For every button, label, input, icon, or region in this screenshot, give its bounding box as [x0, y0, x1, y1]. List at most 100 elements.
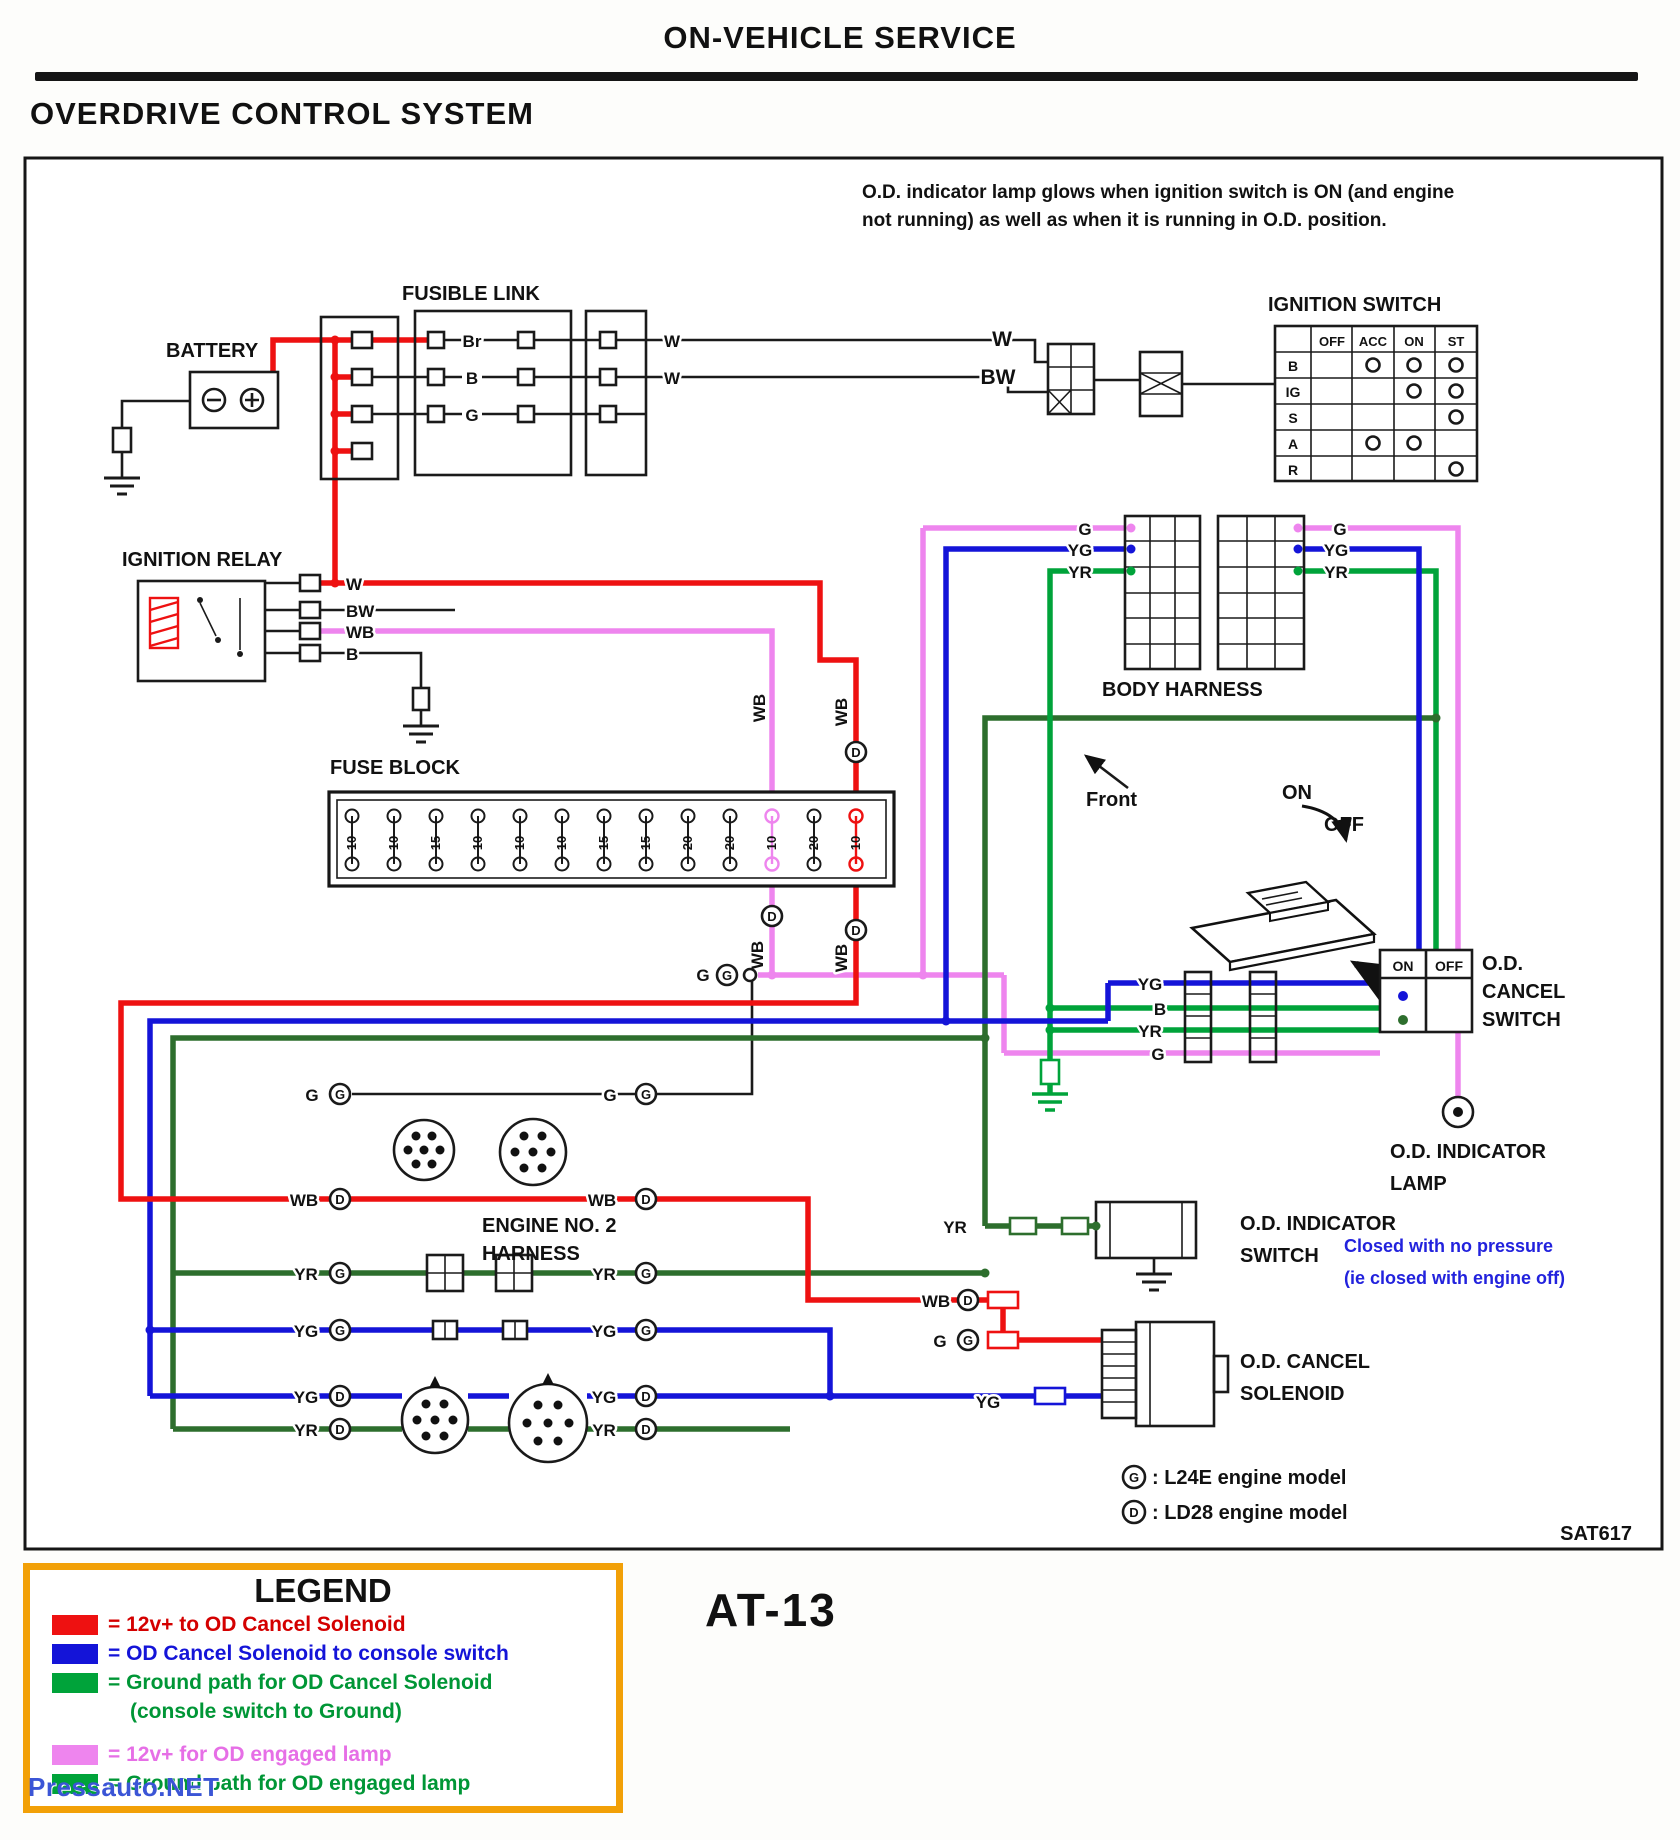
wire-label-br: Br	[463, 332, 482, 351]
wire-label-g: G	[305, 1086, 318, 1105]
wire-label-g: G	[1078, 520, 1091, 539]
svg-text:D: D	[335, 1389, 344, 1404]
svg-text:D: D	[1129, 1505, 1138, 1520]
fusible-link-label: FUSIBLE LINK	[402, 283, 540, 305]
od-cancel-solenoid: O.D. CANCEL SOLENOID WB D G G YG	[919, 1288, 1370, 1428]
ignition-switch: W BW IGNITION SWITCH OFF ACC ON ST B IG …	[978, 294, 1479, 483]
blue-swatch	[52, 1643, 98, 1664]
connector	[986, 1290, 1020, 1310]
legend-row: = OD Cancel Solenoid to console switch	[30, 1639, 616, 1668]
model-mark-d: D	[328, 1417, 352, 1441]
legend-row: (console switch to Ground)	[130, 1699, 402, 1723]
model-mark-g: G	[634, 1082, 658, 1106]
model-mark-g: G	[1121, 1464, 1147, 1490]
fuse-block: FUSE BLOCK 10	[327, 691, 896, 988]
green-swatch	[52, 1773, 98, 1794]
pressure-note-line2: (ie closed with engine off)	[1344, 1268, 1565, 1288]
od-indicator-switch-label2: SWITCH	[1240, 1245, 1319, 1267]
model-mark-g: G	[634, 1318, 658, 1342]
connector	[1060, 1216, 1090, 1236]
harness-connector-circles	[392, 1117, 589, 1464]
svg-text:15: 15	[428, 836, 443, 850]
wire-label-yg: YG	[976, 1393, 1001, 1412]
connector	[1033, 1386, 1067, 1406]
wire-label-bw: BW	[981, 366, 1016, 389]
svg-text:D: D	[335, 1422, 344, 1437]
connector	[986, 1330, 1020, 1350]
model-mark-d: D	[844, 740, 868, 764]
ground-symbols	[104, 476, 1172, 1292]
ignition-relay-label: IGNITION RELAY	[122, 549, 283, 571]
od-cancel-switch-label3: SWITCH	[1482, 1009, 1561, 1031]
body-harness-label: BODY HARNESS	[1102, 679, 1263, 701]
switch-off-label: OFF	[1435, 958, 1463, 974]
od-indicator-switch: YR O.D. INDICATOR SWITCH Closed with no …	[941, 1200, 1565, 1288]
svg-text:G: G	[335, 1266, 345, 1281]
fuse-block-label: FUSE BLOCK	[330, 757, 461, 779]
wire-label-g: G	[933, 1332, 946, 1351]
wire-label-b: B	[466, 369, 478, 388]
model-mark-g: G	[328, 1261, 352, 1285]
svg-text:10: 10	[386, 836, 401, 850]
od-cancel-solenoid-label1: O.D. CANCEL	[1240, 1351, 1370, 1373]
table-row-b: B	[1288, 358, 1298, 374]
model-mark-g: G	[715, 963, 739, 987]
svg-text:D: D	[641, 1389, 650, 1404]
od-cancel-solenoid-label2: SOLENOID	[1240, 1383, 1344, 1405]
table-row-r: R	[1288, 462, 1298, 478]
body-harness: BODY HARNESS G YG YR G YG YR	[1065, 514, 1351, 701]
wire-label-yg: YG	[592, 1322, 617, 1341]
od-cancel-switch: ON OFF O.D. CANCEL SWITCH YG B YR G	[1039, 948, 1565, 1086]
pressure-note-line1: Closed with no pressure	[1344, 1236, 1553, 1256]
wire-label-wb: WB	[832, 944, 851, 972]
page-title: ON-VEHICLE SERVICE	[663, 20, 1017, 55]
wire-label-wb: WB	[290, 1191, 318, 1210]
model-mark-g: G	[956, 1328, 980, 1352]
model-mark-g: G	[328, 1318, 352, 1342]
wire-label-wb: WB	[748, 941, 767, 969]
green-swatch	[52, 1672, 98, 1693]
ground-connector	[1039, 1058, 1061, 1086]
switch-on-label: ON	[1393, 958, 1414, 974]
console-switch-graphic: Front ON OFF	[1083, 754, 1420, 1010]
model-mark-d: D	[634, 1187, 658, 1211]
od-indicator-lamp-label2: LAMP	[1390, 1173, 1447, 1195]
svg-text:D: D	[851, 923, 860, 938]
wire-blue-solenoid-switch	[147, 546, 1422, 1399]
ignition-switch-label: IGNITION SWITCH	[1268, 294, 1441, 316]
front-label: Front	[1086, 789, 1137, 811]
wire-label-wb: WB	[832, 698, 851, 726]
svg-text:20: 20	[680, 836, 695, 850]
svg-text:20: 20	[722, 836, 737, 850]
engine-harness-label1: ENGINE NO. 2	[482, 1215, 616, 1237]
svg-text:10: 10	[554, 836, 569, 850]
table-row-s: S	[1288, 410, 1297, 426]
battery: BATTERY	[111, 340, 280, 454]
relay-ground-connector	[411, 686, 431, 712]
on-label: ON	[1282, 782, 1312, 804]
model-mark-d: D	[634, 1417, 658, 1441]
junction-dots	[145, 335, 1441, 1401]
wire-label-yg: YG	[1324, 541, 1349, 560]
wire-label-yr: YR	[1138, 1022, 1162, 1041]
wire-label-w: W	[992, 328, 1012, 351]
wire-label-yg: YG	[294, 1322, 319, 1341]
svg-text:G: G	[335, 1087, 345, 1102]
svg-text:D: D	[963, 1293, 972, 1308]
od-cancel-switch-label2: CANCEL	[1482, 981, 1565, 1003]
wire-label-yg: YG	[592, 1388, 617, 1407]
battery-ground-connector	[111, 426, 133, 454]
wire-label-yr: YR	[294, 1421, 318, 1440]
diagram-note: O.D. indicator lamp glows when ignition …	[862, 182, 1454, 231]
model-mark-d: D	[328, 1187, 352, 1211]
black-wires	[120, 338, 1275, 1274]
fuses: 10 10 15 10 10 10 15 15 20 20 10 20 10	[344, 808, 864, 872]
svg-text:10: 10	[764, 836, 779, 850]
wire-label-yr: YR	[592, 1421, 616, 1440]
section-title: OVERDRIVE CONTROL SYSTEM	[30, 96, 534, 131]
wire-label-w: W	[346, 575, 363, 594]
svg-text:15: 15	[596, 836, 611, 850]
table-col-st: ST	[1448, 334, 1465, 349]
